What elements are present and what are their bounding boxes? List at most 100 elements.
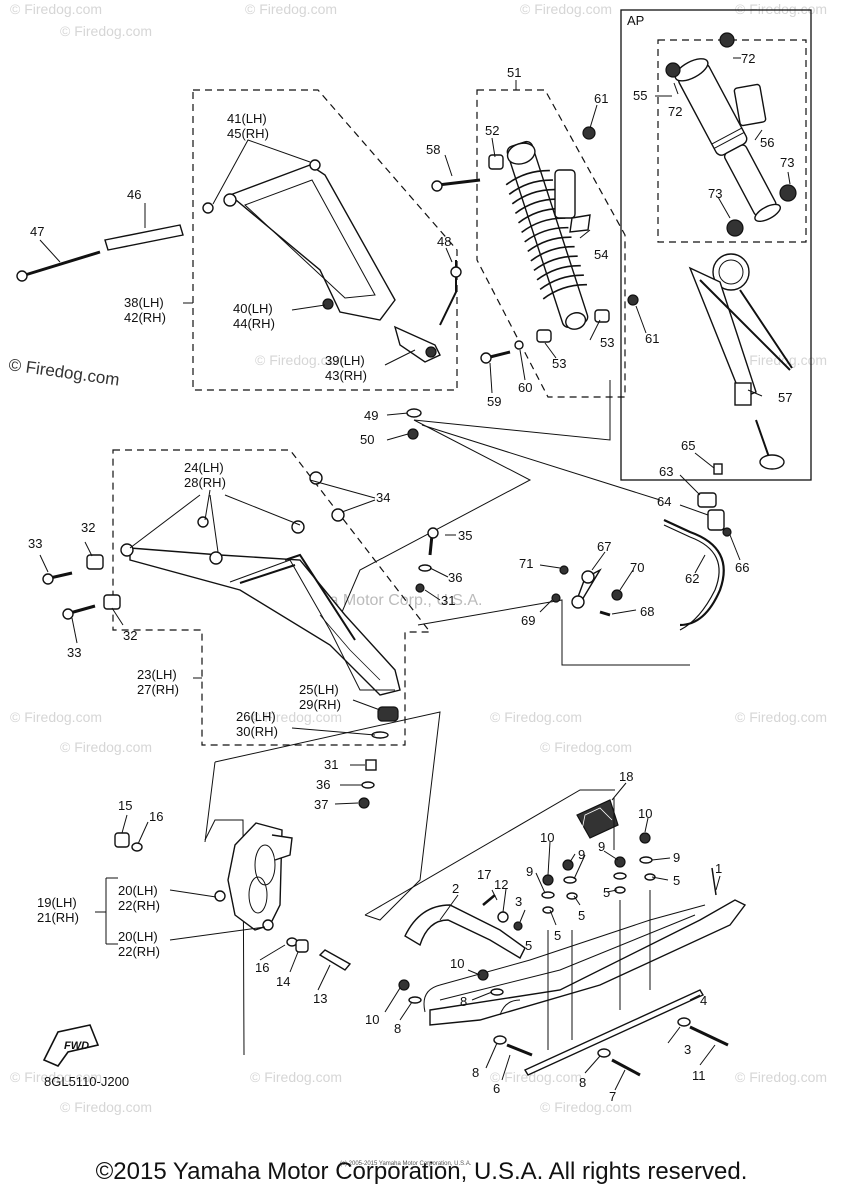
bushing	[331, 508, 345, 522]
callout-22: 22(RH)	[118, 944, 160, 959]
callout-71: 71	[519, 556, 533, 571]
spindle-group: 15 16 19(LH) 21(RH) 20(LH) 22(RH) 20(LH)…	[37, 798, 352, 1006]
callout-73: 73	[708, 186, 722, 201]
callout-72: 72	[668, 104, 682, 119]
callout-20: 20(LH)	[118, 929, 158, 944]
nut	[559, 565, 569, 575]
callout-27: 27(RH)	[137, 682, 179, 697]
washer	[639, 856, 653, 864]
callout-61: 61	[594, 91, 608, 106]
nut	[542, 874, 554, 886]
ap-collar	[779, 184, 797, 202]
nut	[407, 428, 419, 440]
callout-23: 23(LH)	[137, 667, 177, 682]
callout-48: 48	[437, 234, 451, 249]
watermark: © Firedog.com	[255, 352, 347, 368]
callout-31: 31	[441, 593, 455, 608]
bushing	[291, 520, 305, 534]
callout-36: 36	[316, 777, 330, 792]
washer	[408, 996, 422, 1004]
callout-9: 9	[578, 847, 585, 862]
bushing	[197, 516, 209, 528]
callout-47: 47	[30, 224, 44, 239]
bolt	[69, 604, 96, 615]
ap-reservoir	[733, 83, 767, 127]
damper	[576, 799, 619, 839]
callout-65: 65	[681, 438, 695, 453]
nut	[551, 593, 561, 603]
callout-33: 33	[67, 645, 81, 660]
nut	[477, 969, 489, 981]
callout-53: 53	[552, 356, 566, 371]
ball-joint	[377, 706, 399, 722]
callout-60: 60	[518, 380, 532, 395]
nut	[415, 583, 425, 593]
small-copyright: (c) 2005-2015 Yamaha Motor Corporation, …	[340, 1161, 472, 1167]
front-shock	[505, 140, 589, 330]
bushing	[309, 159, 321, 171]
callout-8: 8	[460, 994, 467, 1009]
upper-arm-group: 41(LH) 45(RH) 46 47 38(LH) 42(RH) 40(LH)…	[16, 89, 462, 447]
callout-30: 30(RH)	[236, 724, 278, 739]
ski-group: 1 2 4 18 10 9 10 9 9 9 5 5 5 5 5 3 17 12…	[364, 769, 747, 1104]
watermark: © Firedog.com	[520, 1, 612, 17]
watermark: © Firedog.com	[735, 1069, 827, 1085]
callout-2: 2	[452, 881, 459, 896]
collar	[103, 594, 121, 610]
shock-absorber-group: 51 52 61 58 54 53 61	[426, 65, 659, 409]
watermark: © Firedog.com	[10, 709, 102, 725]
pivot-shaft	[318, 949, 352, 971]
bushing	[209, 551, 223, 565]
nut	[358, 797, 370, 809]
callout-9: 9	[673, 850, 680, 865]
callout-7: 7	[609, 1089, 616, 1104]
screw	[713, 463, 723, 475]
watermark: © Firedog.com	[60, 23, 152, 39]
watermark-layer: © Firedog.com © Firedog.com © Firedog.co…	[7, 1, 827, 1115]
bolt	[722, 527, 732, 537]
long-bolt	[24, 250, 101, 277]
spacer	[365, 759, 377, 771]
callout-61: 61	[645, 331, 659, 346]
ap-shock-absorber	[674, 58, 781, 223]
callout-14: 14	[276, 974, 290, 989]
nut	[398, 979, 410, 991]
wear-bar	[523, 989, 705, 1076]
watermark: © Firedog.com	[735, 1, 827, 17]
callout-16: 16	[255, 960, 269, 975]
nut	[322, 298, 334, 310]
callout-16: 16	[149, 809, 163, 824]
watermark: © Firedog.com	[250, 1069, 342, 1085]
callout-52: 52	[485, 123, 499, 138]
callout-49: 49	[364, 408, 378, 423]
copyright-footer: ©2015 Yamaha Motor Corporation, U.S.A. A…	[95, 1158, 748, 1185]
callout-24: 24(LH)	[184, 460, 224, 475]
callout-3: 3	[684, 1042, 691, 1057]
nut	[639, 832, 651, 844]
callout-10: 10	[638, 806, 652, 821]
bushing	[262, 919, 274, 931]
washer	[406, 408, 422, 418]
nut	[562, 859, 574, 871]
callout-3: 3	[515, 894, 522, 909]
callout-12: 12	[494, 877, 508, 892]
callout-53: 53	[600, 335, 614, 350]
connector-lines	[204, 380, 690, 1056]
washer	[677, 1017, 691, 1027]
callout-13: 13	[313, 991, 327, 1006]
holder	[707, 509, 725, 531]
callout-58: 58	[426, 142, 440, 157]
upper-arm	[228, 164, 396, 321]
fwd-arrow: FWD	[42, 1024, 100, 1067]
callout-8: 8	[472, 1065, 479, 1080]
washer	[361, 781, 375, 789]
callout-35: 35	[458, 528, 472, 543]
nut	[627, 294, 639, 306]
ap-washer	[665, 62, 681, 78]
watermark: © Firedog.com	[60, 739, 152, 755]
fwd-label: FWD	[64, 1040, 89, 1052]
watermark: © Firedog.com	[250, 709, 342, 725]
collar	[295, 939, 309, 953]
callout-59: 59	[487, 394, 501, 409]
